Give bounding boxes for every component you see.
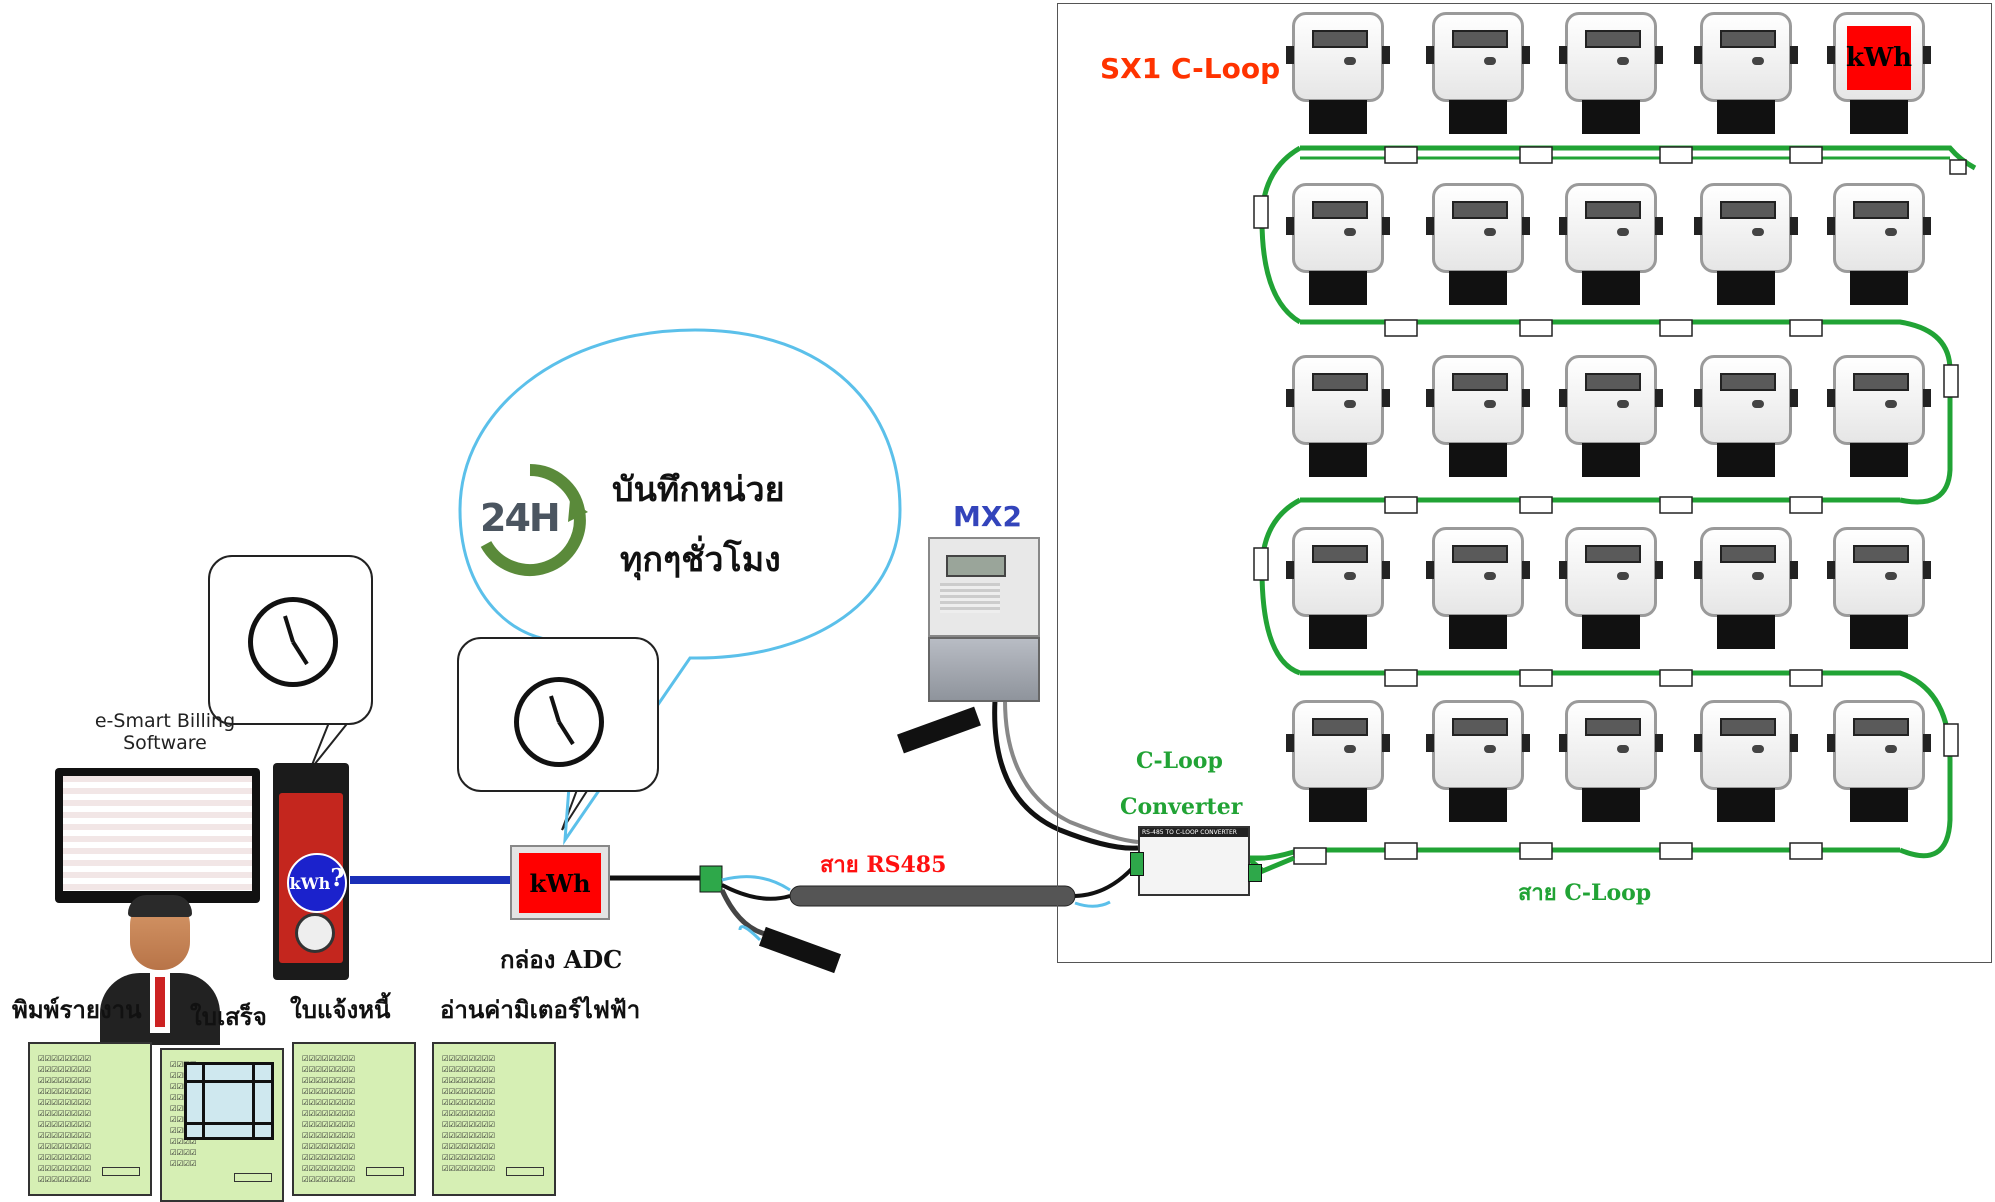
- extra-document: ☑☑☑☑☑☑☑☑ ☑☑☑☑☑☑☑☑ ☑☑☑☑☑☑☑☑ ☑☑☑☑☑☑☑☑ ☑☑☑☑…: [432, 1042, 556, 1196]
- pc-kwh-label: kWh: [289, 873, 331, 893]
- meter-panel: [1057, 3, 1992, 963]
- clock-icon: [514, 677, 604, 767]
- user-avatar: [100, 895, 220, 1045]
- sx1-meter: [1694, 527, 1798, 657]
- cloop-converter: RS-485 TO C-LOOP CONVERTER: [1138, 826, 1250, 896]
- record-line-1: บันทึกหน่วย: [612, 470, 785, 510]
- adc-line-2: อ่านค่ามิเตอร์ไฟฟ้า: [440, 995, 641, 1024]
- software-line-1: e-Smart Billing: [94, 710, 236, 732]
- converter-device-text: RS-485 TO C-LOOP CONVERTER: [1140, 828, 1248, 837]
- badge-24h: 24H: [480, 496, 561, 540]
- converter-terminal: [1130, 852, 1144, 876]
- cloop-cable-label: สาย C-Loop: [1518, 880, 1652, 906]
- converter-label-2: Converter: [1120, 794, 1243, 820]
- sx1-meter: [1426, 527, 1530, 657]
- sx1-meter: [1559, 527, 1663, 657]
- sx1-meter: [1559, 12, 1663, 142]
- pc-kwh-badge: kWh?: [287, 853, 347, 913]
- invoice-document: ☑☑☑☑☑☑☑☑ ☑☑☑☑☑☑☑☑ ☑☑☑☑☑☑☑☑ ☑☑☑☑☑☑☑☑ ☑☑☑☑…: [292, 1042, 416, 1196]
- 24h-icon: 24H: [470, 460, 590, 580]
- adc-line-1: กล่อง ADC: [500, 945, 623, 974]
- clock-icon: [248, 597, 338, 687]
- converter-terminal-out: [1248, 864, 1262, 882]
- adc-clock-bubble: [457, 637, 659, 792]
- report-document: ☑☑☑☑☑☑☑☑ ☑☑☑☑☑☑☑☑ ☑☑☑☑☑☑☑☑ ☑☑☑☑☑☑☑☑ ☑☑☑☑…: [28, 1042, 152, 1196]
- terminal-block: [699, 865, 723, 893]
- sx1-meter: [1286, 527, 1390, 657]
- sx1-meter: [1694, 12, 1798, 142]
- pc-tower[interactable]: kWh?: [273, 763, 349, 980]
- pc-clock-bubble: [208, 555, 373, 725]
- software-label: e-Smart Billing Software: [85, 710, 245, 754]
- sx1-meter: [1559, 183, 1663, 313]
- software-line-2: Software: [123, 732, 207, 754]
- sx1-meter: [1286, 355, 1390, 485]
- print-report-label: พิมพ์รายงาน: [12, 995, 142, 1024]
- sx1-meter: [1559, 700, 1663, 830]
- cloop-connectors: [1253, 146, 1967, 865]
- receipt-document: ☑☑☑☑ ☑☑☑☑ ☑☑☑☑ ☑☑☑☑ ☑☑☑☑ ☑☑☑☑ ☑☑☑☑ ☑☑☑☑ …: [160, 1048, 284, 1202]
- power-button[interactable]: [295, 913, 335, 953]
- sx1-meter: [1426, 700, 1530, 830]
- mx2-label: MX2: [953, 500, 1022, 533]
- pc-question-mark: ?: [330, 862, 345, 892]
- adc-box: kWh: [510, 845, 610, 920]
- sx1-meter: [1694, 355, 1798, 485]
- sx1-meter: [1827, 700, 1931, 830]
- sx1-meter: [1426, 183, 1530, 313]
- loop-title: SX1 C-Loop: [1100, 52, 1281, 85]
- sx1-meter: [1694, 183, 1798, 313]
- sx1-meter: [1286, 12, 1390, 142]
- sx1-meter: kWh: [1827, 12, 1931, 142]
- sx1-meter: [1694, 700, 1798, 830]
- converter-label-1: C-Loop: [1136, 748, 1223, 774]
- monitor: [55, 768, 260, 903]
- meter-kwh-label: kWh: [1846, 26, 1912, 90]
- rs485-label: สาย RS485: [820, 852, 947, 878]
- record-line-2: ทุกๆชั่วโมง: [620, 540, 781, 580]
- record-bubble: [458, 328, 902, 846]
- sx1-meter: [1286, 183, 1390, 313]
- receipt-label: ใบเสร็จ: [190, 1002, 267, 1031]
- sx1-meter: [1827, 355, 1931, 485]
- sx1-meter: [1426, 12, 1530, 142]
- sx1-meter: [1286, 700, 1390, 830]
- sx1-meter: [1827, 183, 1931, 313]
- invoice-label: ใบแจ้งหนี้: [290, 995, 391, 1024]
- mx2-meter: [928, 537, 1040, 702]
- rs485-cable: [789, 885, 1076, 907]
- sx1-meter: [1559, 355, 1663, 485]
- sx1-meter: [1827, 527, 1931, 657]
- sx1-meter: [1426, 355, 1530, 485]
- adc-kwh-label: kWh: [519, 853, 601, 913]
